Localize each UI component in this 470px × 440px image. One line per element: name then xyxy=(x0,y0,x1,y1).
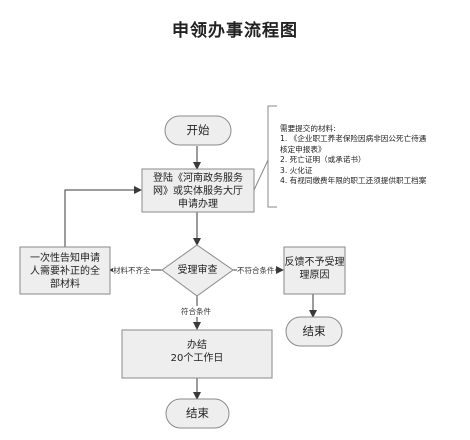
end-reject-label: 结束 xyxy=(302,324,326,338)
end-reject-node xyxy=(285,316,343,347)
review-label: 受理审查 xyxy=(177,265,218,276)
materials-item: 2. 死亡证明（或承诺书） xyxy=(280,155,366,165)
complete-node xyxy=(121,329,273,379)
complete-label: 办结 20个工作日 xyxy=(122,339,272,365)
notify-node xyxy=(19,246,111,295)
materials-item: 核定申报表》 xyxy=(280,144,326,154)
end-main-node xyxy=(165,398,230,429)
reject-line: 反馈不予受理 xyxy=(284,257,345,268)
reject-label: 反馈不予受理 理原因 xyxy=(284,256,345,282)
complete-line: 办结 xyxy=(187,340,207,351)
start-label: 开始 xyxy=(186,123,210,137)
apply-node xyxy=(141,168,255,213)
page-title: 申领办事流程图 xyxy=(172,21,298,41)
apply-label: 登陆《河南政务服务 网》或实体服务大厅 申请办理 xyxy=(142,172,254,211)
materials-bracket xyxy=(267,105,277,208)
notify-line: 人需要补正的全 xyxy=(30,266,100,277)
reject-line: 理原因 xyxy=(299,270,330,281)
review-decision xyxy=(161,244,234,297)
end-main-label: 结束 xyxy=(186,406,209,420)
edge-label-incomplete: 材料不齐全 xyxy=(113,265,151,276)
apply-line: 申请办理 xyxy=(178,199,218,210)
apply-line: 登陆《河南政务服务 xyxy=(153,173,243,184)
edge-notify-to-apply xyxy=(64,186,142,247)
notify-line: 一次性告知申请 xyxy=(30,253,100,264)
start-node xyxy=(164,115,232,146)
complete-line: 20个工作日 xyxy=(170,353,224,364)
materials-note: 需要提交的材料: 1. 《企业职工养老保险因病非因公死亡待遇 核定申报表》 2.… xyxy=(280,124,465,187)
materials-item: 1. 《企业职工养老保险因病非因公死亡待遇 xyxy=(280,134,427,144)
edge-label-qualified: 符合条件 xyxy=(181,306,211,317)
edge-label-not-qualified: 不符合条件 xyxy=(237,265,275,276)
notify-label: 一次性告知申请 人需要补正的全 部材料 xyxy=(20,252,110,291)
materials-connector xyxy=(253,159,269,191)
materials-item: 4. 有视同缴费年限的职工还须提供职工档案 xyxy=(280,176,427,186)
notify-line: 部材料 xyxy=(50,279,80,290)
reject-node xyxy=(283,246,346,295)
materials-heading: 需要提交的材料: xyxy=(280,124,336,133)
materials-item: 3. 火化证 xyxy=(280,165,313,175)
apply-line: 网》或实体服务大厅 xyxy=(153,186,243,197)
